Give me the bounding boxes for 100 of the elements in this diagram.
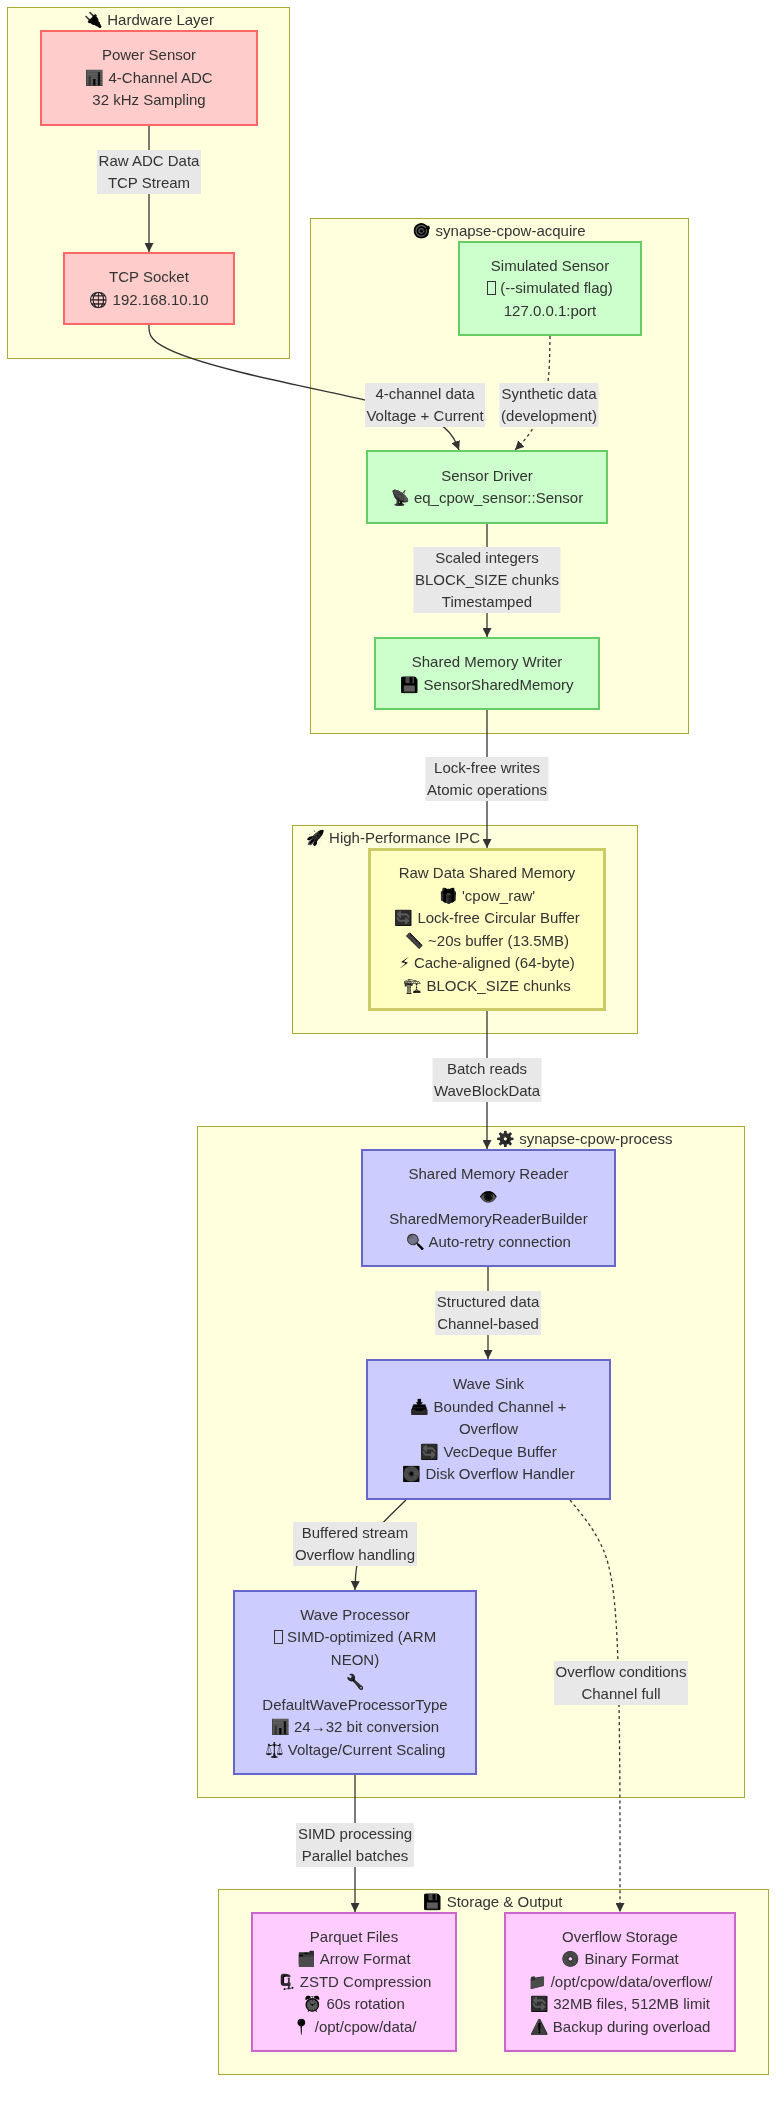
scales-icon: ⚖ (264, 1740, 284, 1759)
group-title: synapse-cpow-acquire (435, 222, 586, 239)
wrench-icon: 🔧 (345, 1673, 365, 1692)
node-title: Simulated Sensor (490, 255, 610, 276)
node-detail: 24→32 bit conversion (294, 1718, 440, 1736)
node-detail: VecDeque Buffer (443, 1442, 557, 1460)
edge-label: Batch reads WaveBlockData (432, 1058, 542, 1102)
node-title: Parquet Files (309, 1926, 399, 1947)
component-box (251, 1912, 457, 2052)
inbox-tray-icon: 📥 (410, 1397, 430, 1416)
floppy-disk-icon: 💾 (400, 675, 420, 694)
group-title: Storage & Output (446, 1893, 563, 1910)
node-title: Shared Memory Reader (408, 1164, 569, 1184)
group-panel (310, 218, 689, 734)
node-detail: /opt/cpow/data/overflow/ (550, 1972, 713, 1990)
eye-icon: 👁 (479, 1187, 498, 1206)
component-box (366, 450, 608, 524)
cycle-arrows-icon: 🔄 (394, 909, 414, 927)
disk-icon: 💽 (402, 1465, 422, 1484)
node-detail: Voltage/Current Scaling (287, 1740, 446, 1758)
component-box (368, 848, 606, 1011)
plug-icon: 🔌 (84, 11, 104, 29)
node-detail: Backup during overload (552, 2017, 711, 2035)
node-detail: /opt/cpow/data/ (314, 2017, 417, 2035)
node-detail: (--simulated flag) (500, 279, 613, 297)
warning-icon: ⚠ (529, 2017, 549, 2036)
component-box (458, 241, 642, 336)
node-detail: 32 kHz Sampling (92, 90, 206, 111)
edge-label: Synthetic data (development) (499, 383, 599, 427)
edge-label: Buffered stream Overflow handling (293, 1522, 417, 1566)
node-title: Power Sensor (101, 45, 197, 66)
group-panel (197, 1126, 745, 1798)
node-detail: 4-Channel ADC (108, 68, 213, 86)
node-detail: SharedMemoryReaderBuilder (389, 1210, 588, 1227)
group-title: High-Performance IPC (329, 829, 480, 846)
edge-label: Scaled integers BLOCK_SIZE chunks Timestamped (413, 547, 561, 613)
component-box (63, 252, 235, 325)
pin-icon: 📍 (291, 2017, 311, 2036)
node-detail: Lock-free Circular Buffer (417, 909, 580, 926)
component-box (361, 1149, 616, 1267)
edge-label: 4-channel data Voltage + Current (365, 383, 485, 427)
globe-icon: 🌐 (89, 290, 109, 309)
node-title: Raw Data Shared Memory (398, 863, 576, 883)
node-detail: Auto-retry connection (428, 1232, 571, 1250)
component-box (233, 1590, 477, 1775)
target-icon: 🎯 (412, 222, 432, 240)
node-title: Wave Sink (452, 1374, 525, 1395)
clamp-icon: 🗜 (276, 1972, 296, 1991)
edge-label: SIMD processing Parallel batches (296, 1823, 414, 1867)
node-detail: 32MB files, 512MB limit (553, 1995, 710, 2013)
group-panel (7, 7, 290, 359)
cycle-arrows-icon: 🔄 (420, 1442, 440, 1461)
group-title: Hardware Layer (107, 11, 214, 28)
component-box (40, 30, 258, 126)
node-detail: 192.168.10.10 (112, 290, 209, 308)
cycle-arrows-icon: 🔄 (530, 1995, 550, 2014)
magnifier-icon: 🔍 (406, 1232, 426, 1251)
node-detail: Cache-aligned (64-byte) (413, 954, 575, 971)
component-box (374, 637, 600, 710)
node-title: Sensor Driver (441, 465, 533, 486)
node-detail: DefaultWaveProcessorType (262, 1695, 448, 1713)
node-detail: SIMD-optimized (ARM NEON) (287, 1628, 437, 1668)
floppy-disk-icon: 💾 (423, 1893, 443, 1911)
gear-icon: ⚙ (496, 1130, 515, 1148)
node-detail: BLOCK_SIZE chunks (426, 976, 571, 994)
gift-icon: 🎁 (438, 886, 458, 905)
group-title: synapse-cpow-process (519, 1130, 673, 1147)
edge-label: Raw ADC Data TCP Stream (97, 150, 201, 194)
node-detail: Binary Format (584, 1950, 679, 1968)
satellite-dish-icon: 📡 (390, 489, 410, 507)
node-detail: 127.0.0.1:port (503, 300, 597, 321)
rocket-icon: 🚀 (305, 829, 325, 847)
node-detail: Bounded Channel + Overflow (433, 1397, 567, 1438)
edge-label: Structured data Channel-based (435, 1291, 541, 1335)
node-detail: ZSTD Compression (299, 1972, 432, 1990)
node-detail: Arrow Format (319, 1950, 411, 1968)
crane-icon: 🏗 (403, 976, 423, 995)
node-detail: eq_cpow_sensor::Sensor (413, 489, 584, 506)
card-index-icon: 🗂 (297, 1950, 317, 1969)
group-panel (292, 825, 638, 1034)
folder-icon: 📁 (527, 1972, 547, 1991)
bar-chart-icon: 📊 (270, 1718, 290, 1737)
node-detail: ~20s buffer (13.5MB) (428, 931, 570, 949)
alarm-clock-icon: ⏰ (303, 1995, 323, 2014)
arrow (569, 1499, 625, 1913)
node-title: TCP Socket (109, 267, 189, 287)
node-detail: Disk Overflow Handler (425, 1465, 575, 1483)
group-panel (218, 1889, 769, 2075)
node-title: Shared Memory Writer (411, 652, 563, 672)
node-detail: 60s rotation (326, 1995, 405, 2013)
component-box (504, 1912, 736, 2052)
node-title: Wave Processor (300, 1604, 410, 1625)
ruler-icon: 📏 (404, 931, 424, 950)
edge-label: Overflow conditions Channel full (554, 1661, 688, 1705)
node-detail: 'cpow_raw' (461, 886, 536, 904)
lightning-icon: ⚡ (399, 954, 410, 972)
bar-chart-icon: 📊 (85, 68, 105, 87)
node-title: Overflow Storage (562, 1926, 678, 1947)
disc-icon: 💿 (561, 1950, 581, 1969)
edge-label: Lock-free writes Atomic operations (425, 757, 549, 801)
